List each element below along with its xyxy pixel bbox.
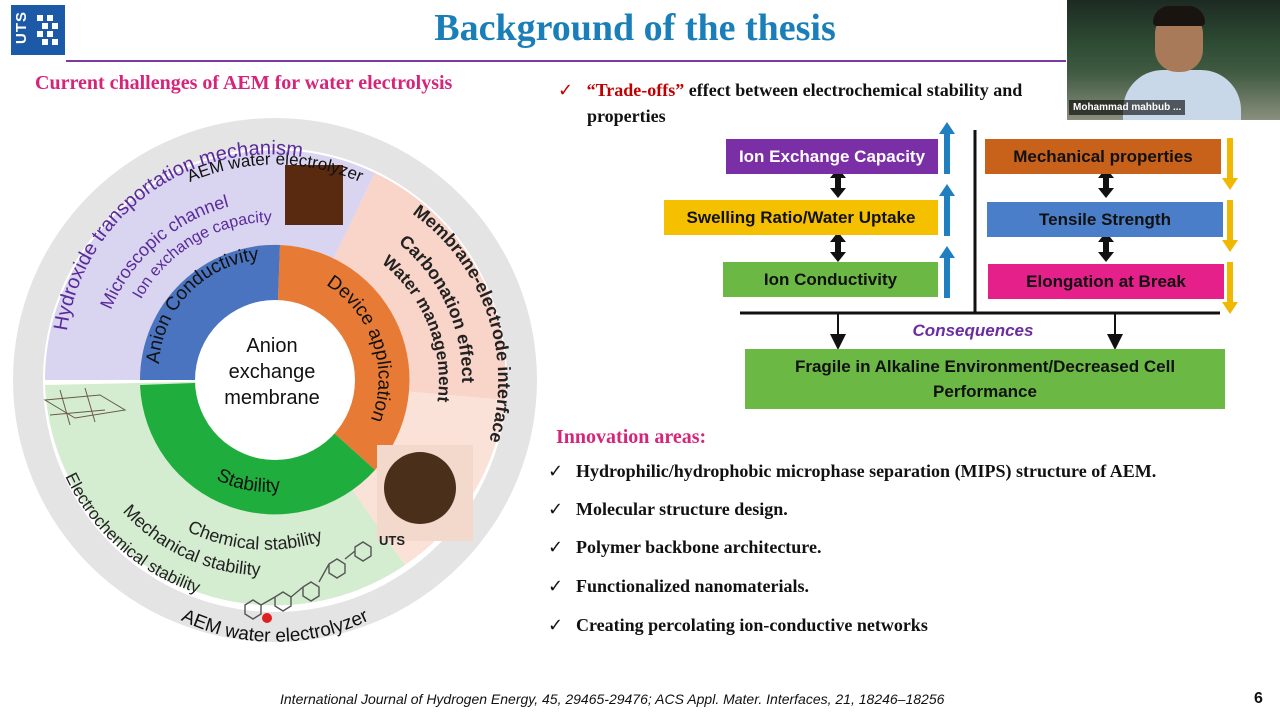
- network-structure-icon: [43, 387, 127, 426]
- membrane-texture-image: [285, 165, 343, 225]
- box-elongation: Elongation at Break: [988, 264, 1224, 299]
- tradeoffs-line-2: properties: [587, 106, 666, 126]
- reference-citation: International Journal of Hydrogen Energy…: [280, 691, 945, 707]
- center-line-2: exchange: [229, 361, 316, 383]
- innovation-item-text: Functionalized nanomaterials.: [576, 576, 809, 596]
- logo-text: UTS: [13, 11, 30, 44]
- innovation-item: ✓ Functionalized nanomaterials.: [548, 576, 809, 597]
- check-icon: ✓: [548, 499, 564, 520]
- down-arrow-icons: [1222, 138, 1238, 314]
- page-number: 6: [1254, 690, 1263, 707]
- box-swelling-ratio: Swelling Ratio/Water Uptake: [664, 200, 938, 235]
- innovation-item: ✓ Creating percolating ion-conductive net…: [548, 615, 928, 636]
- check-icon: ✓: [548, 461, 564, 482]
- tradeoffs-text: effect between electrochemical stability…: [684, 80, 1023, 100]
- title-divider: [66, 60, 1066, 62]
- left-subtitle: Current challenges of AEM for water elec…: [35, 72, 453, 94]
- box-ion-exchange-capacity: Ion Exchange Capacity: [726, 139, 938, 174]
- innovation-item-text: Creating percolating ion-conductive netw…: [576, 615, 928, 635]
- innovation-item-text: Polymer backbone architecture.: [576, 537, 822, 557]
- double-arrow-icons: [830, 168, 1114, 262]
- webcam-video[interactable]: Mohammad mahbub ...: [1067, 0, 1280, 120]
- consequences-label: Consequences: [912, 321, 1034, 340]
- tradeoff-diagram-connectors: [740, 122, 1238, 350]
- innovation-item-text: Hydrophilic/hydrophobic microphase separ…: [576, 461, 1157, 481]
- check-icon: ✓: [558, 80, 574, 101]
- cursor-dot: [262, 613, 272, 623]
- logo-mark-icon: [37, 15, 58, 45]
- molecule-structure-icon: [244, 541, 372, 620]
- participant-name-label: Mohammad mahbub ...: [1069, 100, 1186, 115]
- box-consequence-result: Fragile in Alkaline Environment/Decrease…: [745, 349, 1225, 409]
- innovation-item: ✓ Molecular structure design.: [548, 499, 788, 520]
- uts-logo: UTS: [11, 5, 65, 55]
- innovation-item-text: Molecular structure design.: [576, 499, 788, 519]
- box-mechanical-properties: Mechanical properties: [985, 139, 1221, 174]
- check-icon: ✓: [548, 537, 564, 558]
- center-circle: [195, 300, 355, 460]
- participant-hair: [1153, 6, 1205, 26]
- box-tensile-strength: Tensile Strength: [987, 202, 1223, 237]
- slide-title: Background of the thesis: [434, 7, 836, 49]
- box-ion-conductivity: Ion Conductivity: [723, 262, 938, 297]
- aem-wheel-diagram: AEM water electrolyzer AEM water electro…: [13, 118, 537, 647]
- tradeoffs-line-1: ✓ “Trade-offs” effect between electroche…: [558, 80, 1078, 101]
- tradeoffs-highlight: “Trade-offs”: [586, 80, 685, 100]
- up-arrow-icons: [939, 122, 955, 298]
- center-line-1: Anion: [246, 335, 297, 357]
- center-line-3: membrane: [224, 387, 320, 409]
- innovation-item: ✓ Polymer backbone architecture.: [548, 537, 821, 558]
- check-icon: ✓: [548, 615, 564, 636]
- innovation-title: Innovation areas:: [556, 426, 707, 448]
- membrane-photo: [384, 452, 456, 524]
- innovation-item: ✓ Hydrophilic/hydrophobic microphase sepa…: [548, 461, 1156, 482]
- small-uts-logo: UTS: [379, 533, 405, 548]
- check-icon: ✓: [548, 576, 564, 597]
